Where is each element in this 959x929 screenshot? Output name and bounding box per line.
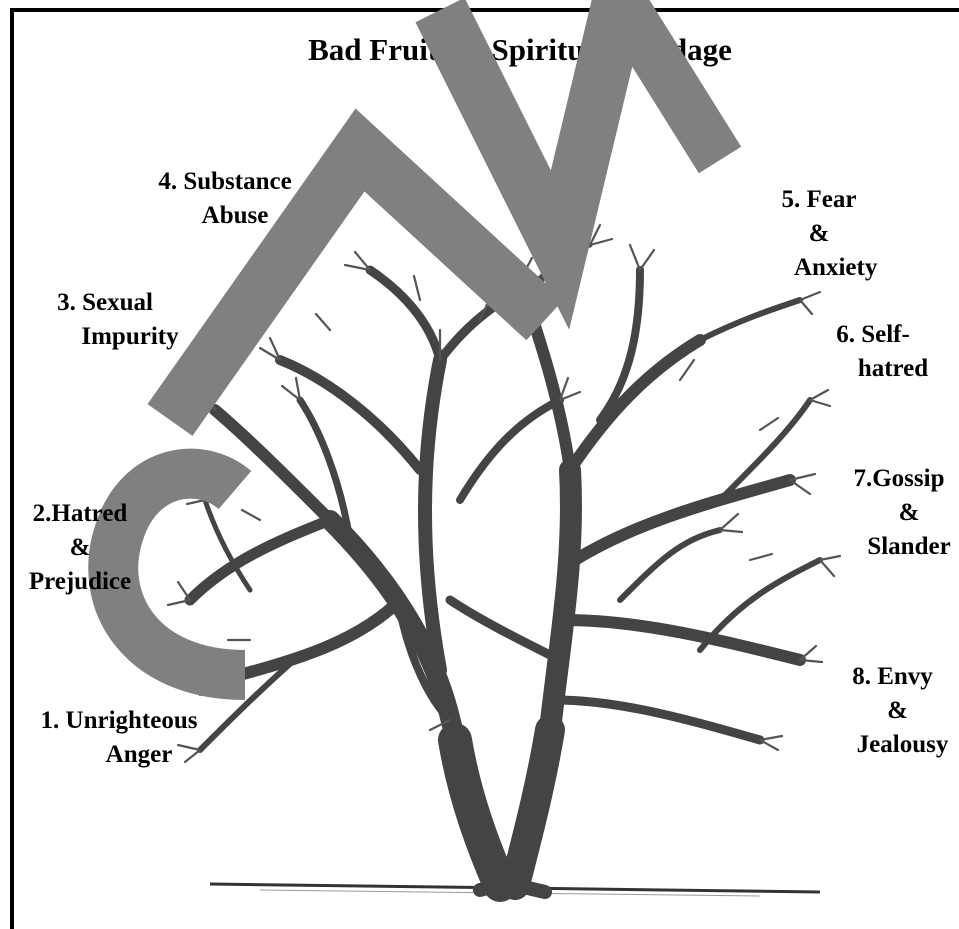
fruit-label-hatred-prejudice: 2.Hatred&Prejudice [10, 497, 150, 599]
fruit-label-unrighteous-anger: 1. UnrighteousAnger [14, 704, 224, 772]
fruit-label-sexual-impurity: 3. SexualImpurity [30, 286, 180, 354]
fruit-label-substance-abuse: 4. SubstanceAbuse [140, 165, 310, 233]
tree-branches [190, 245, 820, 892]
watermark-sample [113, 0, 720, 675]
fruit-label-envy-jealousy: 8. Envy&Jealousy [830, 660, 955, 762]
fruit-label-gossip-slander: 7.Gossip&Slander [840, 462, 958, 564]
fruit-label-fear-anxiety: 5. Fear&Anxiety [764, 183, 874, 285]
fruit-label-self-hatred: 6. Self-hatred [808, 318, 938, 386]
